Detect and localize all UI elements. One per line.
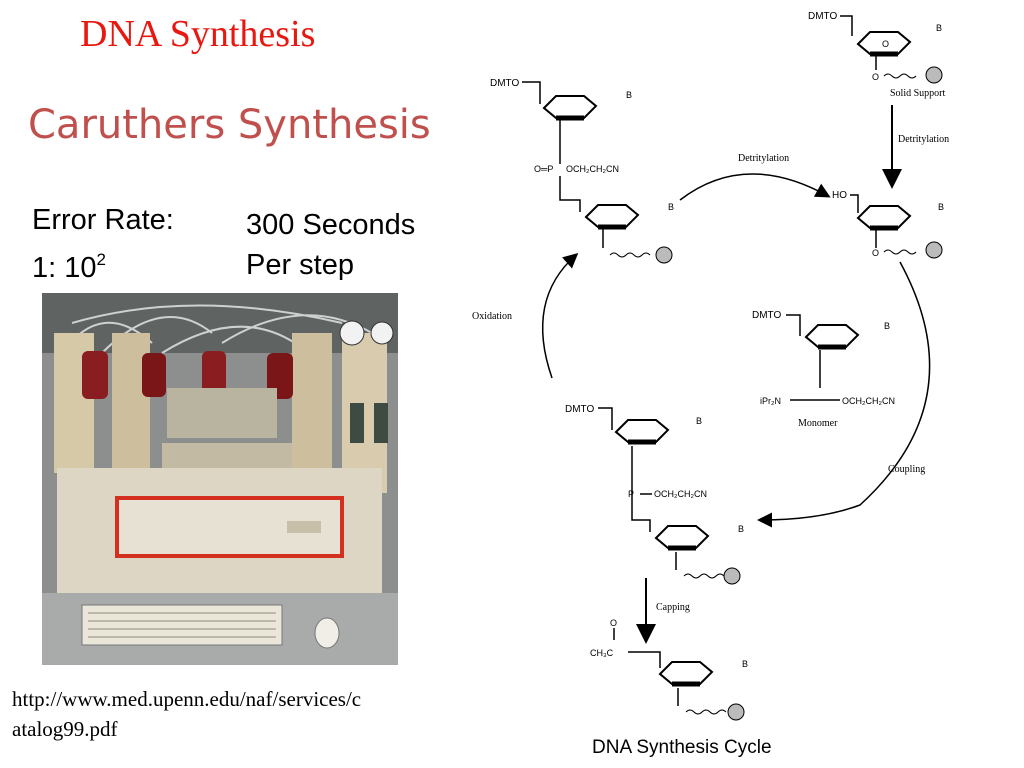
error-rate-value: 1: 102: [32, 250, 106, 284]
step-detritylation-right: Detritylation: [898, 134, 949, 145]
source-url-line-2[interactable]: atalog99.pdf: [12, 717, 118, 741]
synthesizer-photo: [42, 293, 398, 665]
synthesis-cycle-diagram: DMTO O B O Solid Support Detritylation H…: [472, 11, 949, 758]
svg-text:iPr₂N: iPr₂N: [760, 396, 781, 406]
svg-text:B: B: [738, 524, 744, 534]
source-url[interactable]: http://www.med.upenn.edu/naf/services/c …: [12, 684, 361, 744]
svg-text:OCH₂CH₂CN: OCH₂CH₂CN: [654, 489, 707, 499]
svg-text:B: B: [696, 416, 702, 426]
error-rate-label: Error Rate:: [32, 204, 174, 236]
svg-text:B: B: [626, 90, 632, 100]
diagram-caption: DNA Synthesis Cycle: [592, 737, 772, 758]
svg-text:P: P: [628, 489, 634, 499]
svg-text:DMTO: DMTO: [565, 404, 594, 415]
support-bound-nucleoside: DMTO O B O Solid Support: [808, 11, 946, 99]
svg-text:DMTO: DMTO: [752, 310, 781, 321]
slide-title: DNA Synthesis: [80, 13, 316, 55]
dmto-label-1: DMTO: [808, 11, 837, 22]
monomer-label: Monomer: [798, 418, 838, 429]
svg-text:B: B: [938, 202, 944, 212]
phosphoramidite-monomer: DMTO B iPr₂N OCH₂CH₂CN Monomer: [752, 310, 895, 429]
svg-text:O: O: [872, 248, 879, 258]
svg-text:OCH₂CH₂CN: OCH₂CH₂CN: [566, 164, 619, 174]
svg-text:O: O: [610, 618, 617, 628]
svg-text:B: B: [884, 321, 890, 331]
step-time-unit: Per step: [246, 249, 354, 281]
phosphite-triester: DMTO B P OCH₂CH₂CN B: [565, 404, 744, 585]
svg-text:O: O: [872, 72, 879, 82]
svg-text:O═P: O═P: [534, 164, 553, 174]
step-time-block: 300 Seconds Per step: [246, 205, 415, 285]
solid-support-label: Solid Support: [890, 88, 946, 99]
phosphate-triester: DMTO B O═P OCH₂CH₂CN B: [490, 78, 674, 264]
svg-text:B: B: [668, 202, 674, 212]
svg-text:HO: HO: [832, 190, 847, 201]
step-oxidation: Oxidation: [472, 311, 512, 322]
step-coupling: Coupling: [888, 464, 925, 475]
svg-text:CH₃C: CH₃C: [590, 648, 614, 658]
svg-text:B: B: [936, 23, 942, 33]
source-url-line-1[interactable]: http://www.med.upenn.edu/naf/services/c: [12, 687, 362, 711]
step-capping: Capping: [656, 602, 690, 613]
step-time-value: 300 Seconds: [246, 209, 416, 241]
capped-nucleoside: CH₃C O B: [590, 618, 748, 721]
svg-text:B: B: [742, 659, 748, 669]
detritylated-nucleoside: HO B O: [832, 190, 944, 259]
error-rate-block: Error Rate: 1: 102: [32, 200, 174, 288]
slide-subtitle: Caruthers Synthesis: [28, 102, 431, 148]
svg-text:OCH₂CH₂CN: OCH₂CH₂CN: [842, 396, 895, 406]
svg-text:O: O: [882, 39, 889, 49]
step-detritylation-top: Detritylation: [738, 153, 789, 164]
svg-text:DMTO: DMTO: [490, 78, 519, 89]
